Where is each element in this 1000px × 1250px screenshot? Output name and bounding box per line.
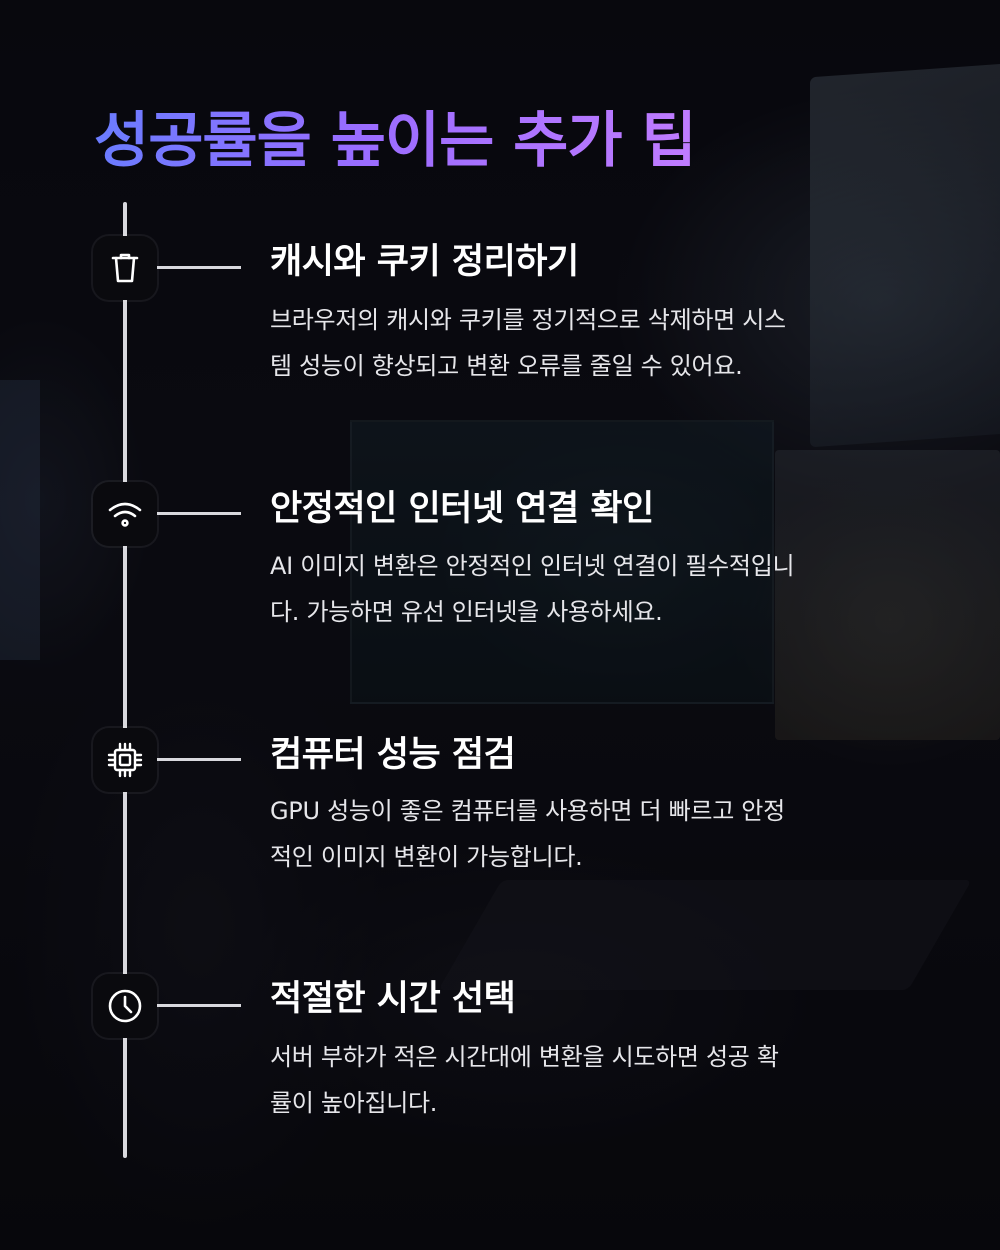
clock-icon: [93, 974, 157, 1038]
tip-title: 적절한 시간 선택: [270, 979, 516, 1019]
tip-description: AI 이미지 변환은 안정적인 인터넷 연결이 필수적입니 다. 가능하면 유선…: [270, 552, 795, 626]
tip-title: 안정적인 인터넷 연결 확인: [270, 489, 654, 529]
trash-icon: [93, 236, 157, 300]
timeline-connector: [157, 512, 241, 515]
tip-title: 캐시와 쿠키 정리하기: [270, 242, 579, 282]
page-title: 성공률을 높이는 추가 팁: [94, 92, 697, 179]
tip-description: 브라우저의 캐시와 쿠키를 정기적으로 삭제하면 시스 템 성능이 향상되고 변…: [270, 306, 786, 380]
tip-item: 캐시와 쿠키 정리하기 브라우저의 캐시와 쿠키를 정기적으로 삭제하면 시스 …: [0, 0, 1000, 380]
tip-item: 안정적인 인터넷 연결 확인 AI 이미지 변환은 안정적인 인터넷 연결이 필…: [0, 0, 1000, 626]
timeline-connector: [157, 266, 241, 269]
timeline-connector: [157, 1004, 241, 1007]
timeline-line: [123, 202, 127, 1158]
tip-item: 컴퓨터 성능 점검 GPU 성능이 좋은 컴퓨터를 사용하면 더 빠르고 안정 …: [0, 0, 1000, 871]
cpu-icon: [93, 728, 157, 792]
tip-description: 서버 부하가 적은 시간대에 변환을 시도하면 성공 확 률이 높아집니다.: [270, 1043, 779, 1117]
wifi-icon: [93, 482, 157, 546]
timeline-connector: [157, 758, 241, 761]
tip-item: 적절한 시간 선택 서버 부하가 적은 시간대에 변환을 시도하면 성공 확 률…: [0, 0, 1000, 1117]
tip-description: GPU 성능이 좋은 컴퓨터를 사용하면 더 빠르고 안정 적인 이미지 변환이…: [270, 797, 785, 871]
tip-title: 컴퓨터 성능 점검: [270, 735, 516, 775]
